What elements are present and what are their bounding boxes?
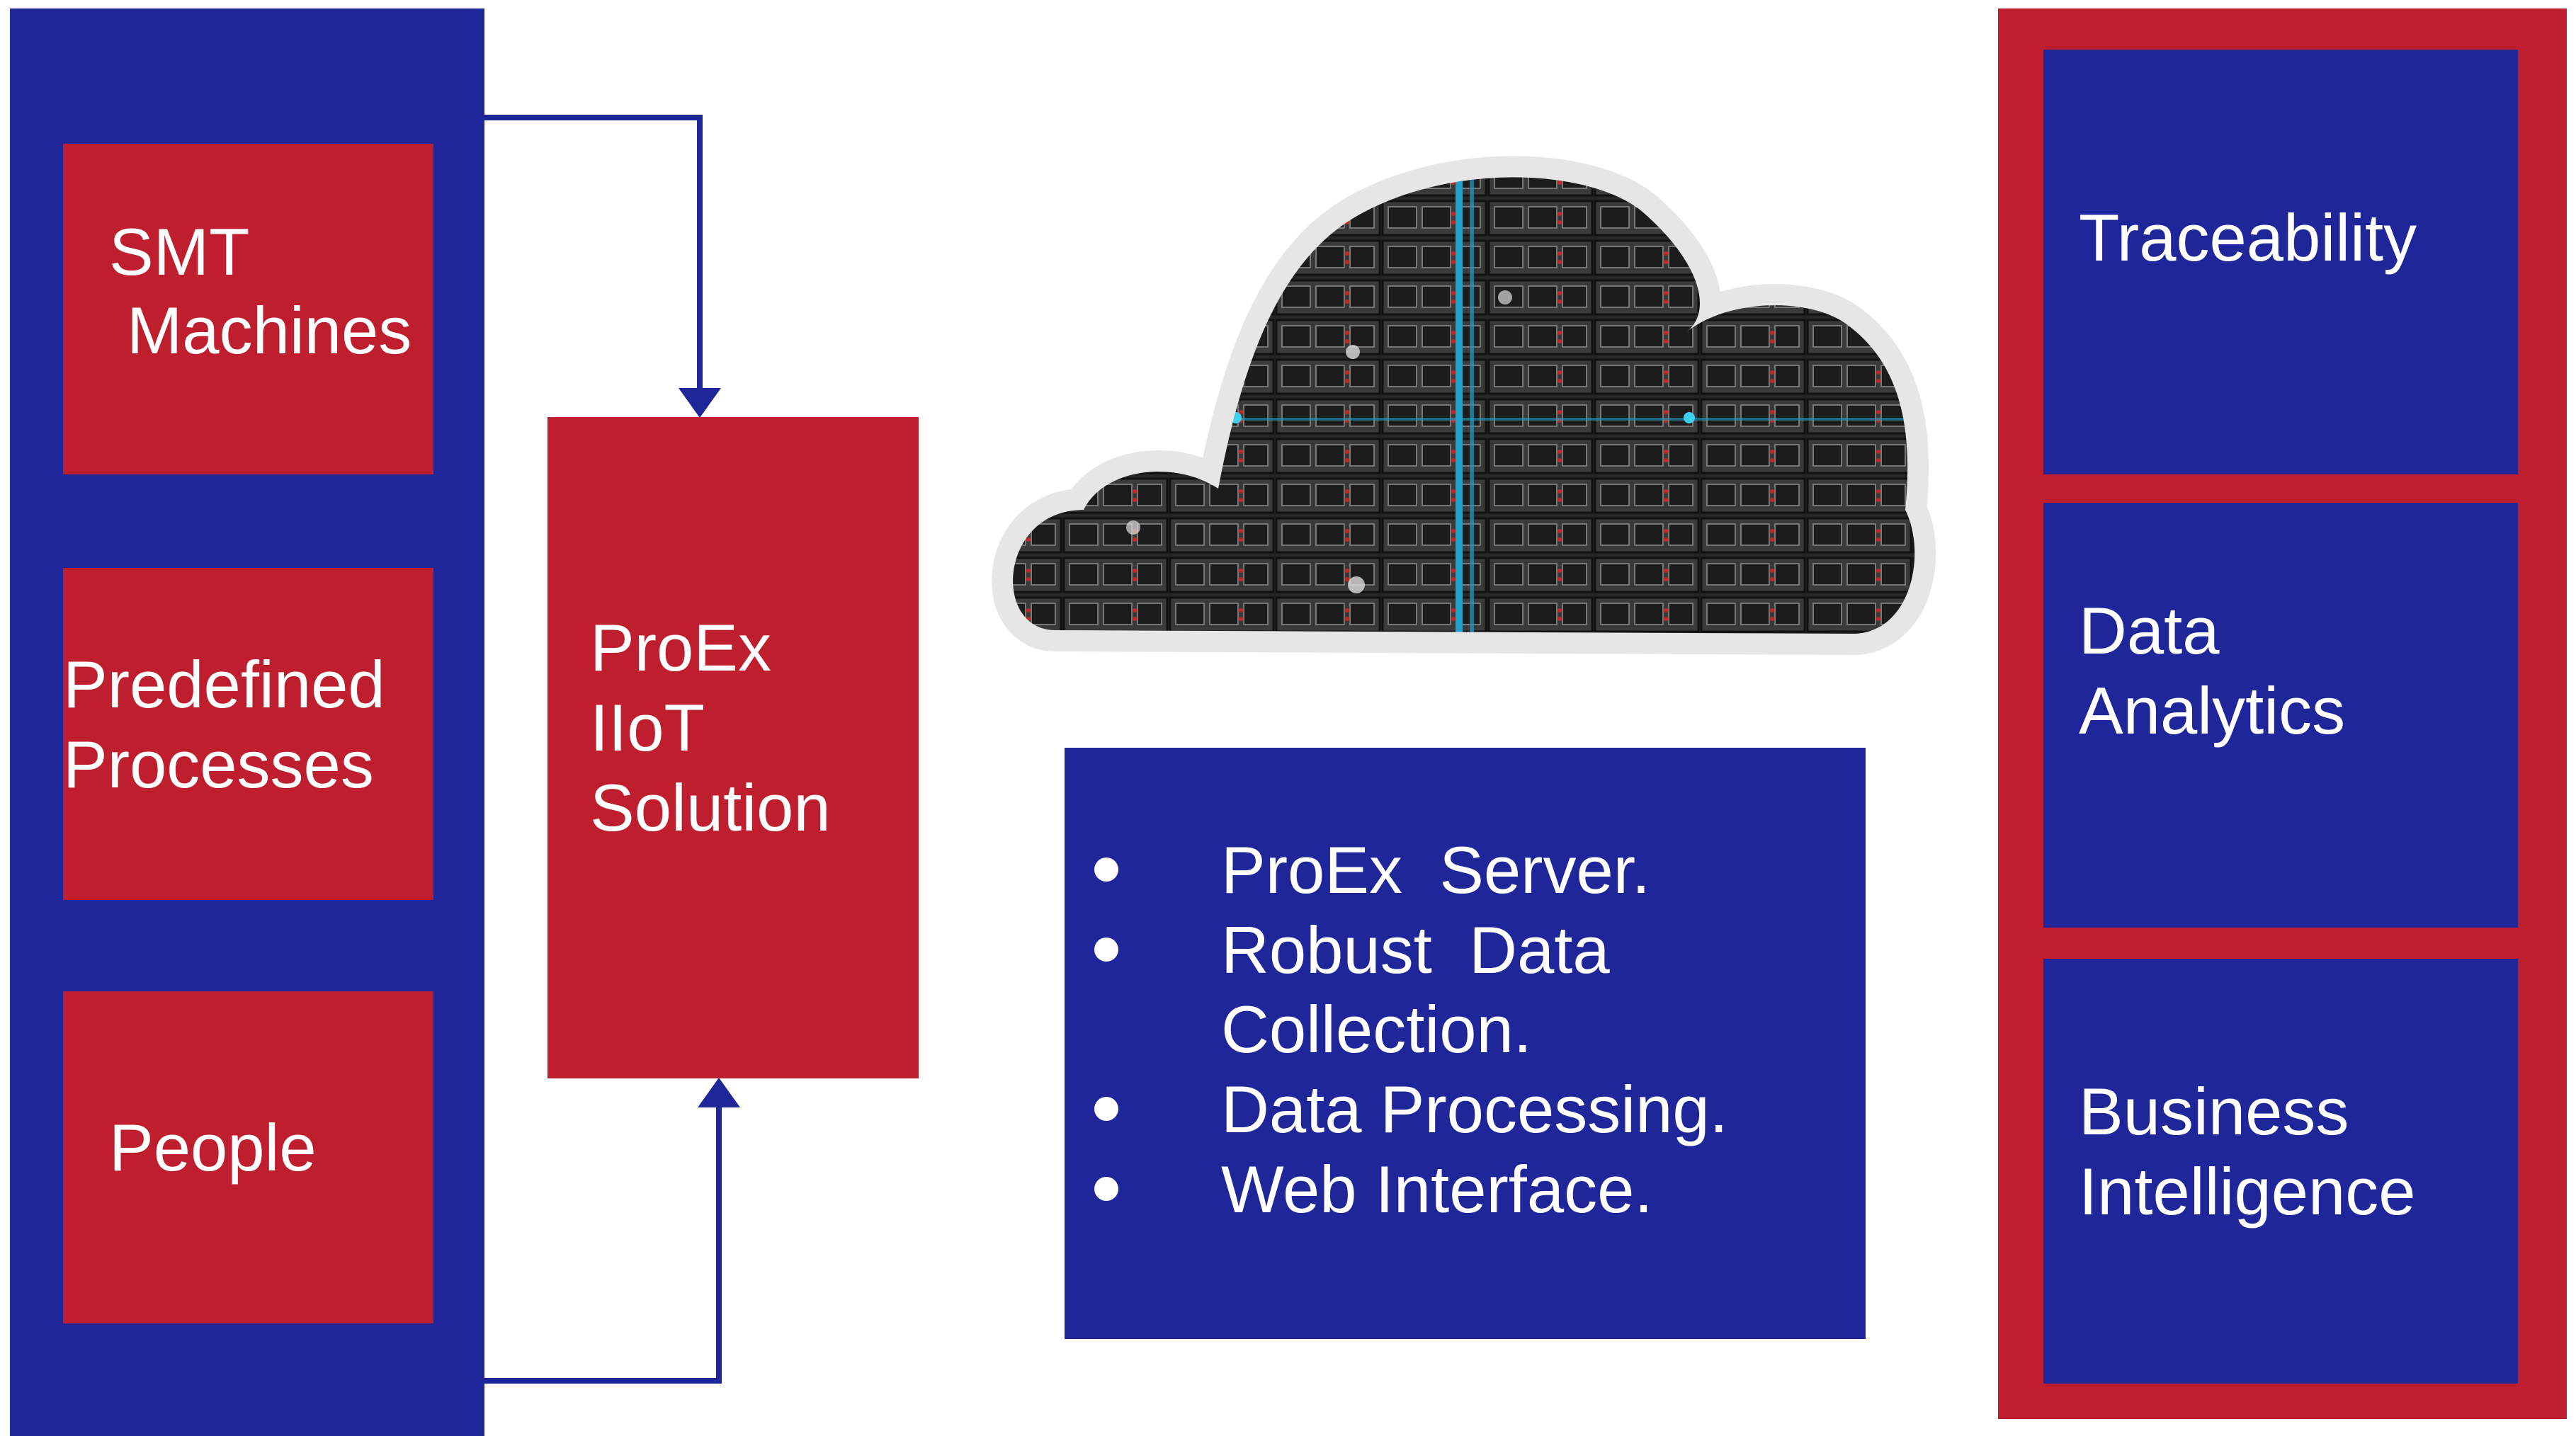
- smt-machines-box: SMT Machines: [63, 144, 433, 474]
- bottom-connector-arrow: [484, 1078, 740, 1384]
- feature-item: Web Interface.: [1065, 1150, 1866, 1229]
- feature-text: Robust Data: [1221, 913, 1610, 987]
- proex-label-line1: ProEx: [590, 610, 771, 685]
- predefined-processes-box: Predefined Processes: [63, 568, 433, 900]
- feature-text: Web Interface.: [1221, 1152, 1653, 1226]
- traceability-label: Traceability: [2079, 200, 2417, 275]
- predefined-label-line1: Predefined: [63, 647, 385, 722]
- bullet-icon: [1094, 1097, 1118, 1121]
- bi-label-line2: Intelligence: [2079, 1154, 2416, 1229]
- feature-text: Collection.: [1221, 992, 1532, 1066]
- feature-item: Data Processing.: [1065, 1070, 1866, 1149]
- feature-item: ProEx Server.: [1065, 831, 1866, 910]
- bullet-icon: [1094, 938, 1118, 962]
- top-connector-arrow: [484, 115, 721, 418]
- feature-item-continuation: Collection.: [1065, 990, 1866, 1069]
- bullet-icon: [1094, 857, 1118, 882]
- server-rack-cloud-icon: [992, 156, 1936, 655]
- smt-label-line2: Machines: [127, 293, 412, 367]
- business-intelligence-box: Business Intelligence: [2043, 959, 2518, 1384]
- data-analytics-box: Data Analytics: [2043, 503, 2518, 928]
- analytics-label-line2: Analytics: [2079, 673, 2346, 748]
- feature-item: Robust Data: [1065, 911, 1866, 990]
- feature-text: ProEx Server.: [1221, 833, 1650, 907]
- people-box: People: [63, 991, 433, 1323]
- feature-text: Data Processing.: [1221, 1072, 1728, 1146]
- smt-label-line1: SMT: [109, 215, 250, 289]
- analytics-label-line1: Data: [2079, 593, 2220, 668]
- proex-label-line2: IIoT: [590, 690, 705, 765]
- bullet-icon: [1094, 1177, 1118, 1201]
- features-box: ProEx Server. Robust Data Collection. Da…: [1065, 748, 1866, 1339]
- people-label: People: [109, 1110, 317, 1185]
- bi-label-line1: Business: [2079, 1074, 2349, 1149]
- predefined-label-line2: Processes: [63, 727, 374, 802]
- traceability-box: Traceability: [2043, 50, 2518, 474]
- proex-label-line3: Solution: [590, 770, 831, 845]
- proex-iiot-solution-box: ProEx IIoT Solution: [547, 417, 919, 1078]
